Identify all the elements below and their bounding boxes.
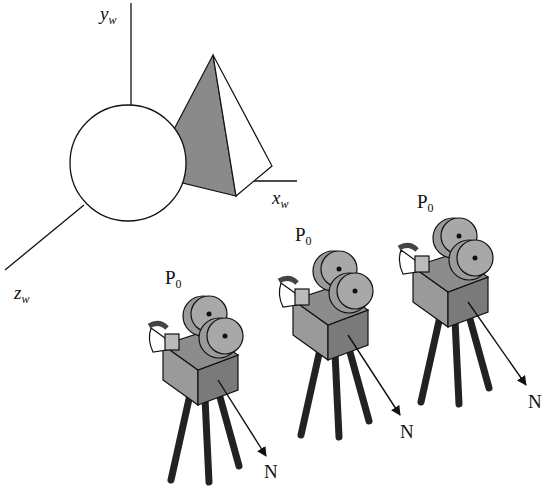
axis-label: xw — [272, 188, 288, 210]
normal-label: N — [264, 462, 278, 481]
axis-label: yw — [100, 4, 116, 26]
normal-label: N — [400, 422, 414, 441]
axis-label: zw — [14, 283, 29, 305]
normal-label: N — [528, 392, 542, 411]
point-label: P0 — [165, 268, 182, 290]
point-label: P0 — [295, 225, 312, 247]
point-label: P0 — [417, 192, 434, 214]
